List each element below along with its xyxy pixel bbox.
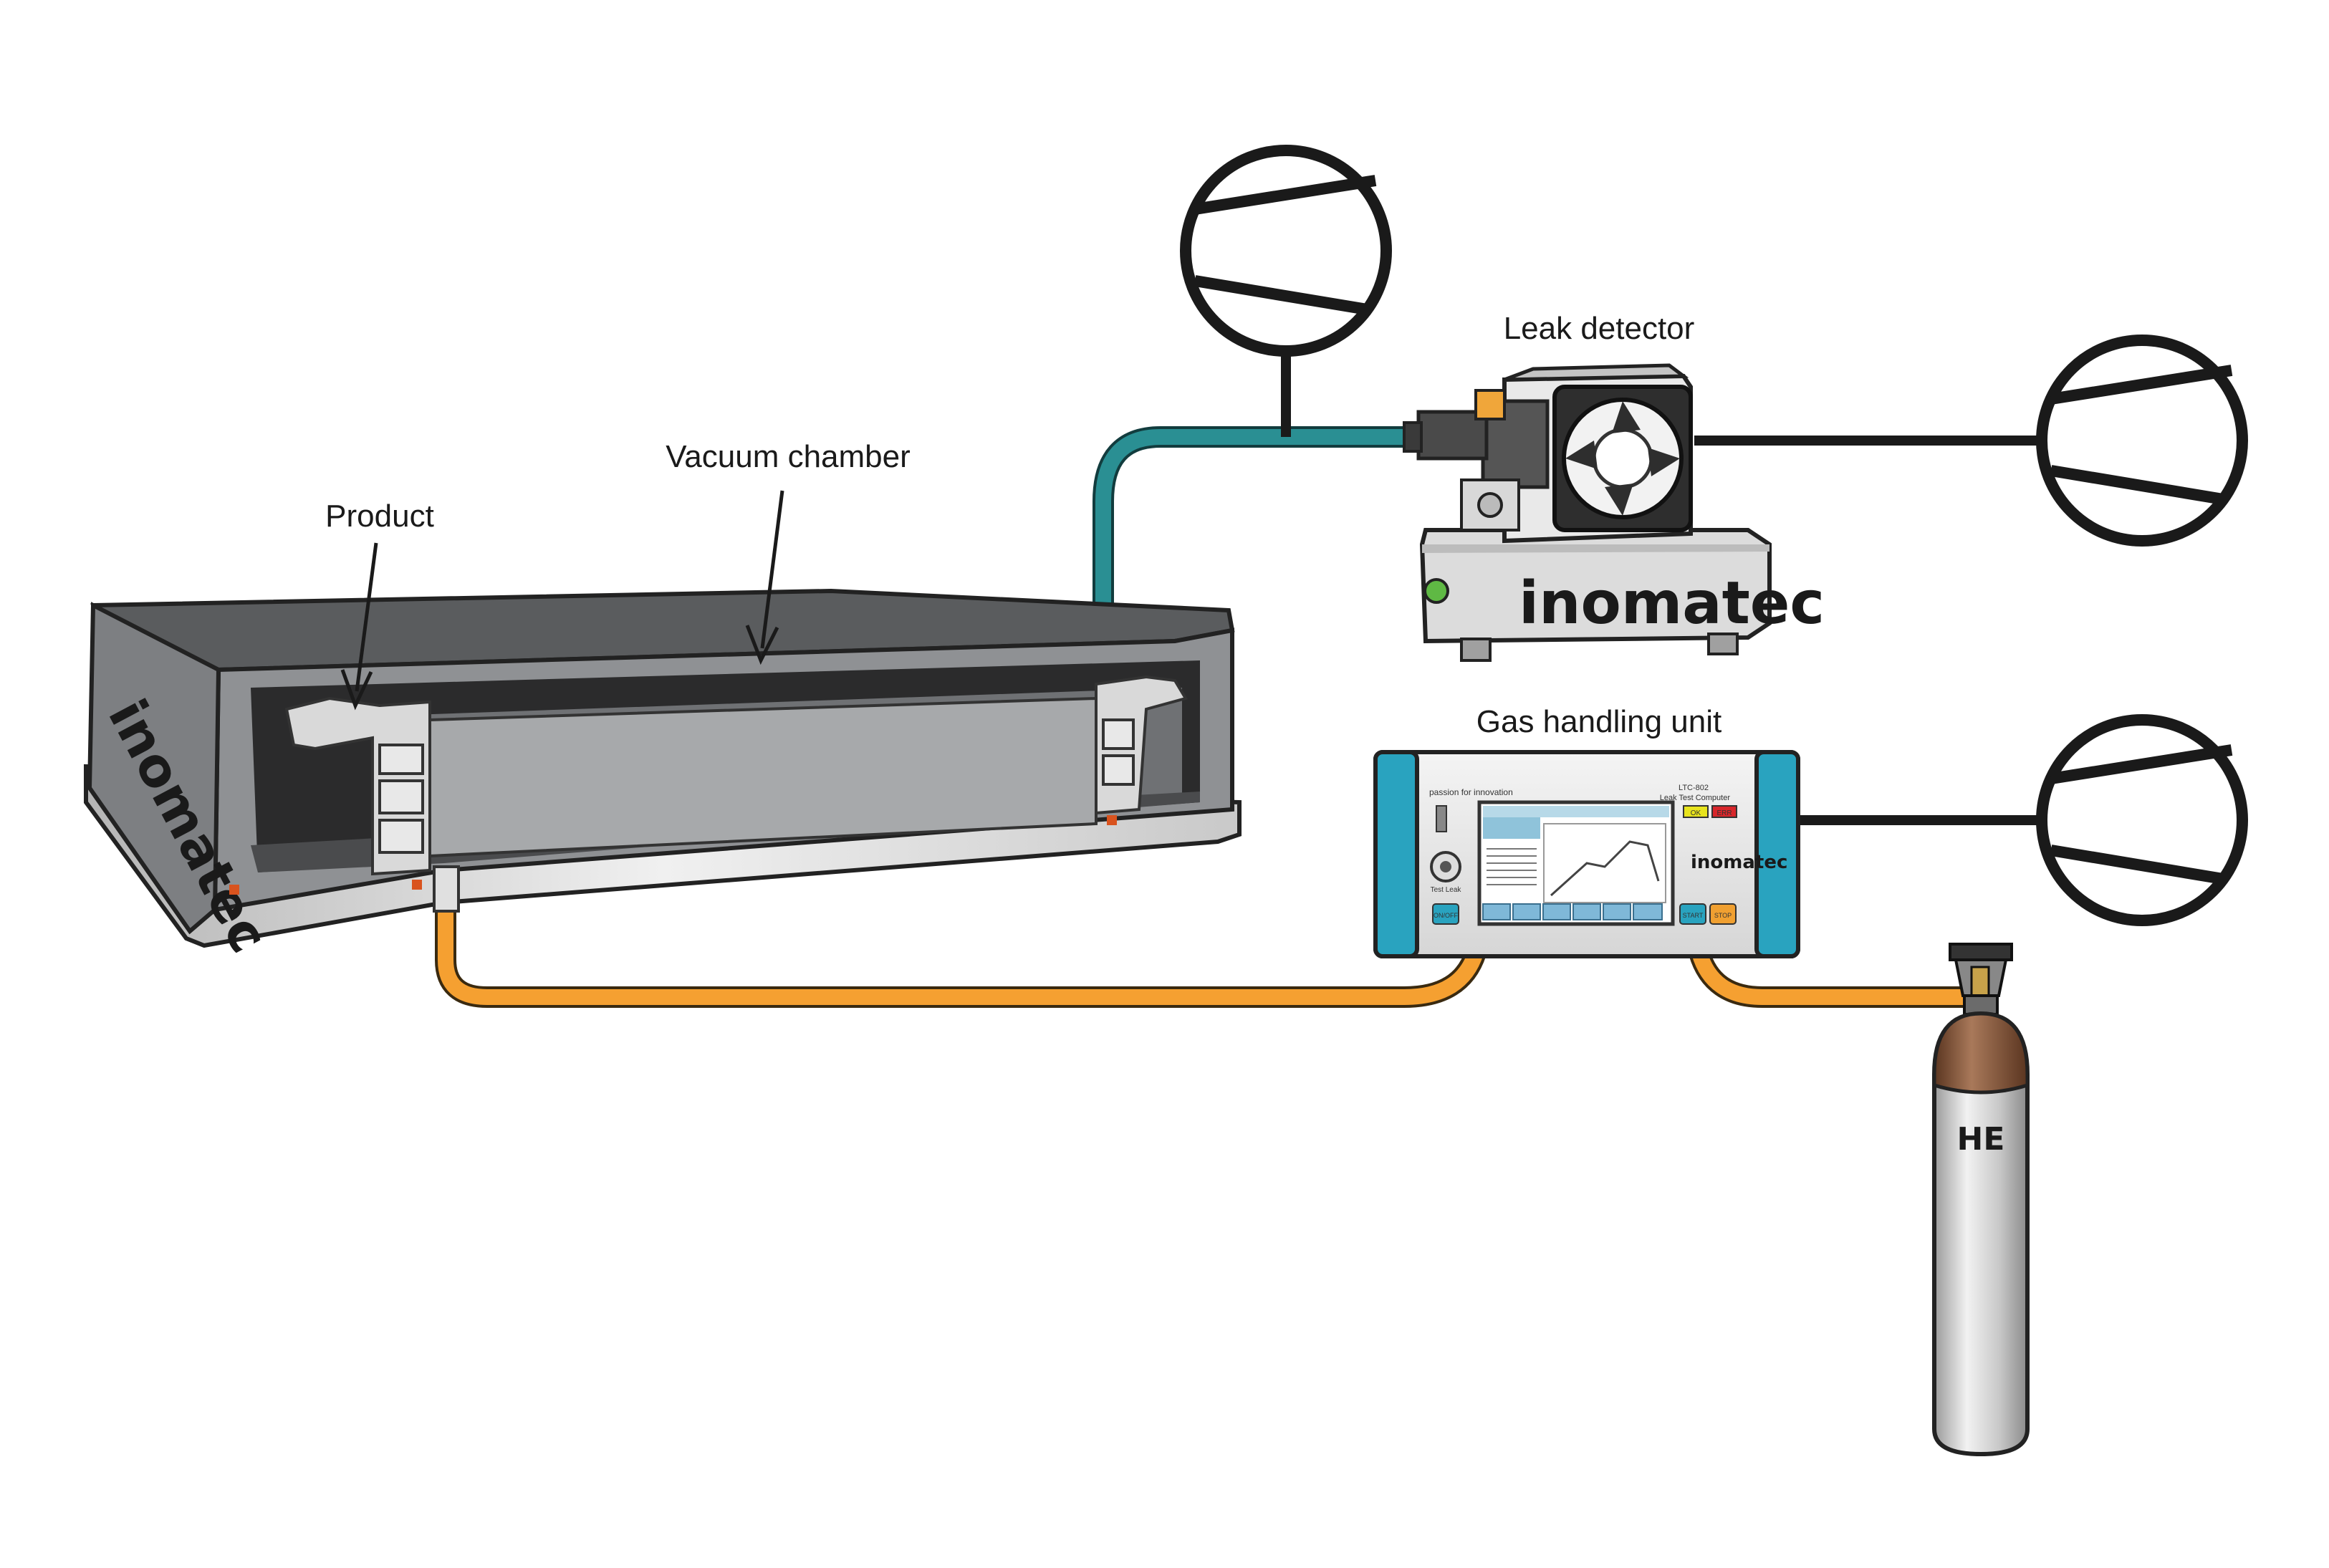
start-button[interactable] — [1679, 903, 1706, 925]
helium-line-cylinder — [1689, 942, 1992, 1008]
product-label: Product — [325, 499, 434, 534]
vacuum-chamber: inomatec — [84, 588, 1242, 963]
vacuum-chamber-label: Vacuum chamber — [666, 439, 911, 474]
stop-label: STOP — [1714, 912, 1732, 919]
gas-cylinder-icon: HE — [1932, 943, 2030, 1457]
leak-detector-logo: inomatec — [1519, 569, 1825, 638]
gas-handling-unit: passion for innovation LTC-802 Leak Test… — [1373, 750, 1800, 958]
leak-detector-label: Leak detector — [1504, 311, 1695, 346]
gas-handling-unit-label: Gas handling unit — [1476, 704, 1721, 739]
cylinder-label: HE — [1957, 1121, 2005, 1158]
start-label: START — [1683, 912, 1704, 919]
leak-detector: inomatec — [1403, 363, 1825, 662]
product-callout-arrow — [340, 542, 378, 711]
stop-button[interactable] — [1709, 903, 1737, 925]
pump-symbol-icon — [2036, 714, 2248, 926]
chamber-callout-arrow — [745, 490, 784, 665]
vacuum-line — [1093, 426, 1429, 616]
unit-slogan: passion for innovation — [1429, 787, 1513, 797]
unit-logo: inomatec — [1691, 852, 1787, 873]
err-lamp: ERR — [1716, 809, 1732, 817]
pump-symbol-icon — [2036, 335, 2248, 547]
test-leak-label: Test Leak — [1431, 886, 1462, 894]
ok-lamp: OK — [1691, 809, 1701, 817]
unit-model-desc: Leak Test Computer — [1660, 794, 1731, 802]
product-profile — [284, 675, 1188, 876]
pump-symbol-icon — [1180, 145, 1392, 357]
onoff-label: ON/OFF — [1434, 912, 1458, 919]
onoff-button[interactable] — [1432, 903, 1459, 925]
fan-icon — [1552, 385, 1693, 532]
helium-line-chamber — [435, 899, 1487, 1008]
unit-model: LTC-802 — [1679, 784, 1709, 792]
